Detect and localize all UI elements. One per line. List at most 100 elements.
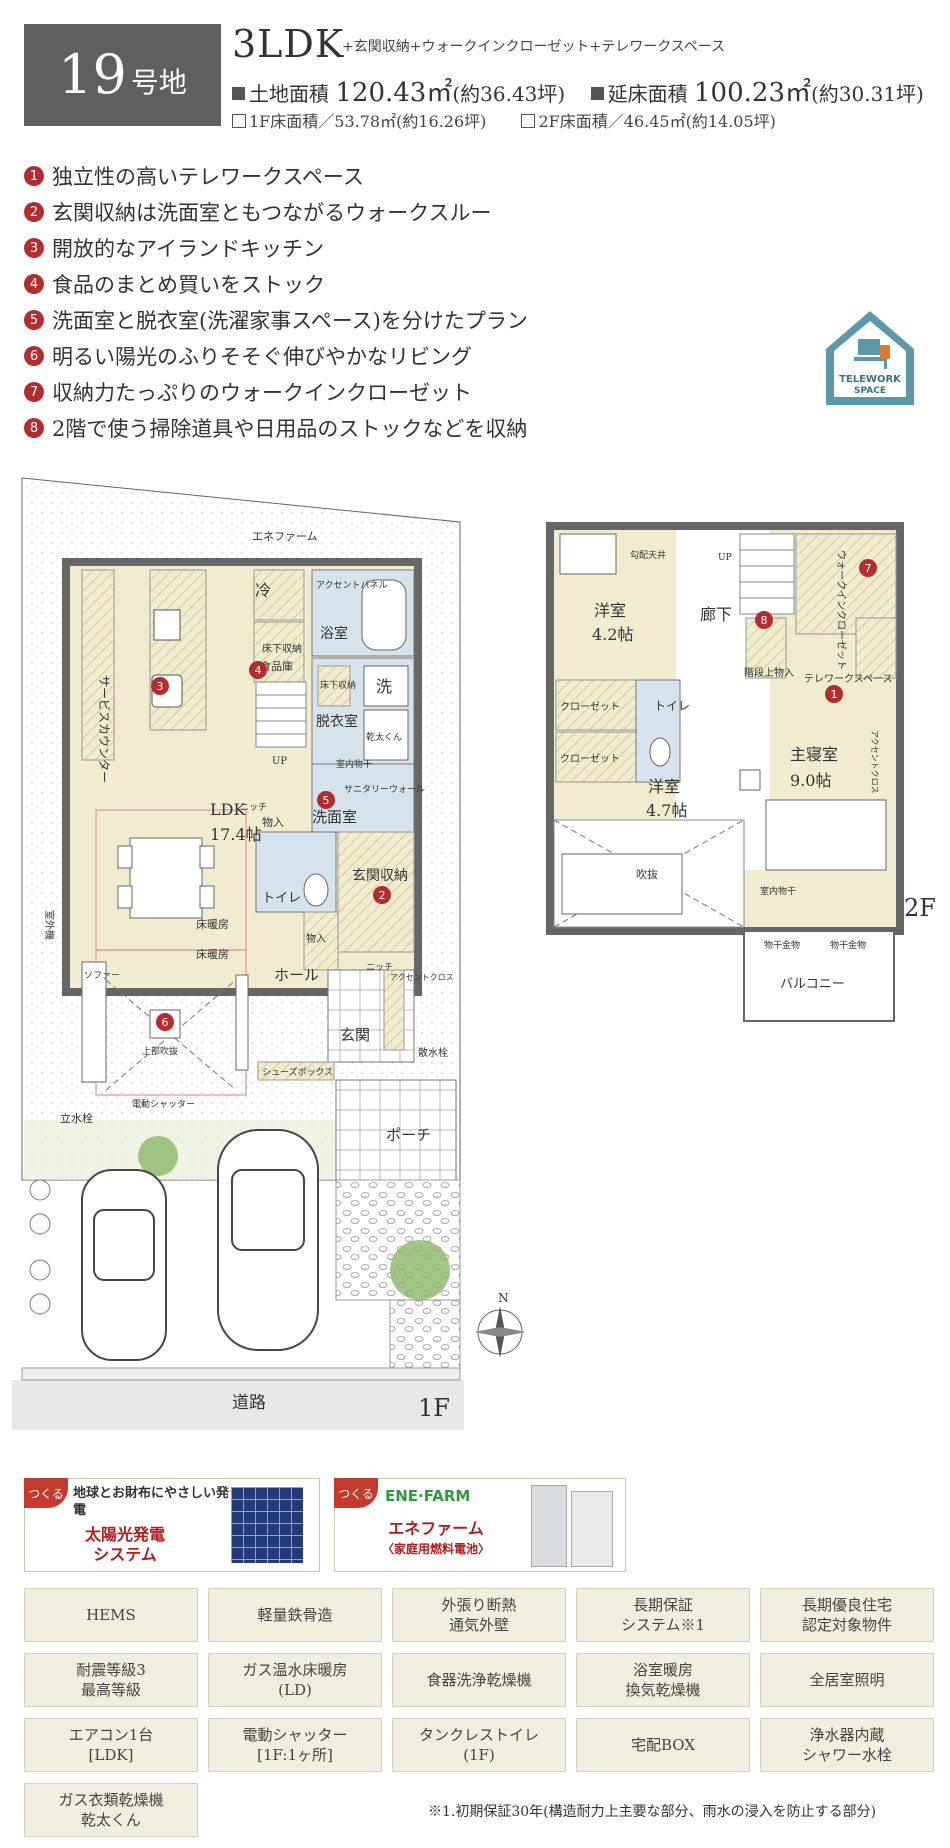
promo-sub: 地球とお財布にやさしい発電 (73, 1486, 230, 1518)
lot-badge: 19 号地 (24, 24, 221, 126)
label-ldk-size: 17.4帖 (210, 825, 262, 844)
label-faucet: 散水栓 (418, 1046, 448, 1059)
floor-areas: 1F床面積／53.78㎡(約16.26坪) 2F床面積／46.45㎡(約14.0… (232, 108, 806, 132)
fuel-cell-unit-icon (531, 1485, 567, 1567)
feature-text: 収納力たっぷりのウォークインクローゼット (52, 381, 472, 405)
label-entrance: 玄関 (340, 1026, 370, 1044)
stairs-2f (739, 533, 795, 615)
north-compass-icon: N (474, 1291, 526, 1358)
feature-text: 2階で使う掃除道具や日用品のストックなどを収納 (52, 417, 528, 441)
enefarm-logo: ENE·FARM (385, 1487, 471, 1505)
feature-text: 食品のまとめ買いをストック (52, 273, 325, 297)
solar-panel-icon (231, 1487, 303, 1563)
equipment-item: 宅配BOX (576, 1718, 750, 1772)
layout-extra: +玄関収納+ウォークインクローゼット+テレワークスペース (342, 39, 726, 55)
bed-icon (765, 799, 887, 871)
washer-icon (363, 665, 409, 707)
marker-1: 1 (831, 688, 838, 701)
feature-text: 洗面室と脱衣室(洗濯家事スペース)を分けたプラン (52, 309, 528, 333)
label-2f: 2F (904, 894, 936, 922)
land-label: 土地面積 (249, 82, 329, 106)
tree-icon (390, 1240, 450, 1300)
equipment-item: タンクレストイレ (1F) (392, 1718, 566, 1772)
label-toilet-2f: トイレ (654, 699, 690, 713)
label-underfloor2: 床下収納 (320, 679, 356, 691)
north-label: N (498, 1291, 509, 1305)
promo-tag: つくる (334, 1478, 378, 1508)
balcony (743, 930, 895, 1022)
floor-label: 延床面積 (607, 82, 688, 106)
label-hall: ホール (274, 966, 319, 984)
label-ceiling: 勾配天井 (630, 549, 666, 561)
label-wash: 洗 (376, 677, 392, 696)
equipment-item: 長期優良住宅 認定対象物件 (760, 1588, 934, 1642)
plan-1f: N エネファーム 冷 床下収納 食品庫 アクセントパネル 浴室 床下収納 洗 脱… (12, 477, 526, 1430)
label-dressing: 脱衣室 (316, 713, 358, 730)
label-telework: テレワークスペース (804, 673, 893, 685)
label-bath: 浴室 (320, 625, 348, 642)
land-tsubo: (約36.43坪) (452, 82, 566, 106)
promo-title: 太陽光発電 システム (45, 1525, 205, 1565)
floor-value: 100.23㎡ (694, 78, 811, 108)
promo-title1: 太陽光発電 (84, 1525, 165, 1544)
label-standing-faucet: 立水栓 (60, 1111, 93, 1125)
number-badge: 6 (24, 346, 44, 366)
label-accent-cloth-1f: アクセントクロス (390, 973, 454, 982)
label-fridge: 冷 (255, 581, 271, 600)
label-enefarm: エネファーム (252, 530, 318, 543)
monitor-icon (858, 339, 880, 355)
label-atrium-2f: 吹抜 (636, 867, 658, 881)
f2-area: 2F床面積／46.45㎡(約14.05坪) (538, 112, 776, 131)
label-western1-size: 4.2帖 (592, 625, 633, 644)
telework-house-icon: TELEWORK SPACE (826, 311, 914, 405)
label-sanitary: サニタリーウォール (344, 784, 425, 795)
label-niche: ニッチ (240, 802, 267, 813)
number-badge: 1 (24, 166, 44, 186)
floor-plans: N エネファーム 冷 床下収納 食品庫 アクセントパネル 浴室 床下収納 洗 脱… (12, 477, 936, 1430)
label-indoor-dry-2f: 室内物干 (760, 885, 796, 897)
label-outdoor-unit: 室外機 (43, 910, 56, 940)
label-closet1: クローゼット (560, 701, 620, 713)
promo-tag: つくる (24, 1478, 68, 1508)
label-indoor-dry: 室内物干 (336, 758, 372, 770)
number-badge: 3 (24, 238, 44, 258)
equipment-item: 浴室暖房 換気乾燥機 (576, 1653, 750, 1707)
promo-title2: システム (93, 1545, 157, 1564)
label-underfloor: 床下収納 (262, 642, 302, 655)
label-western1: 洋室 (594, 601, 626, 620)
label-master: 主寝室 (790, 745, 838, 764)
feature-text: 玄関収納は洗面室ともつながるウォークスルー (52, 201, 492, 225)
footnote: ※1.初期保証30年(構造耐力上主要な部分、雨水の浸入を防止する部分) (428, 1804, 877, 1820)
layout-type: 3LDK (232, 22, 345, 66)
marker-3: 3 (157, 680, 164, 693)
label-road: 道路 (232, 1393, 266, 1413)
lot-suffix: 号地 (130, 66, 187, 99)
telework-line1: TELEWORK (839, 374, 902, 385)
lot-number: 19 (58, 43, 127, 106)
label-hanger2: 物干金物 (830, 939, 866, 951)
equipment-item: 浄水器内蔵 シャワー水栓 (760, 1718, 934, 1772)
label-entry-storage: 玄関収納 (352, 867, 408, 884)
chair-icon (880, 345, 890, 359)
stairs-1f (255, 681, 307, 748)
stove-icon (153, 609, 181, 641)
square-outline-icon (232, 114, 246, 128)
equipment-item: 食器洗浄乾燥機 (392, 1653, 566, 1707)
marker-8: 8 (761, 614, 768, 627)
promo-title2: 〈家庭用燃料電池〉 (381, 1542, 490, 1556)
equipment-item: 耐震等級3 最高等級 (24, 1653, 198, 1707)
label-accent-panel: アクセントパネル (316, 580, 388, 591)
area-line: 土地面積 120.43㎡(約36.43坪) 延床面積 100.23㎡(約30.3… (232, 72, 924, 109)
marker-5: 5 (323, 794, 330, 807)
label-porch: ポーチ (386, 1126, 431, 1144)
car-icon (217, 1129, 319, 1351)
marker-2: 2 (379, 889, 386, 902)
floor-tsubo: (約30.31坪) (811, 82, 924, 106)
